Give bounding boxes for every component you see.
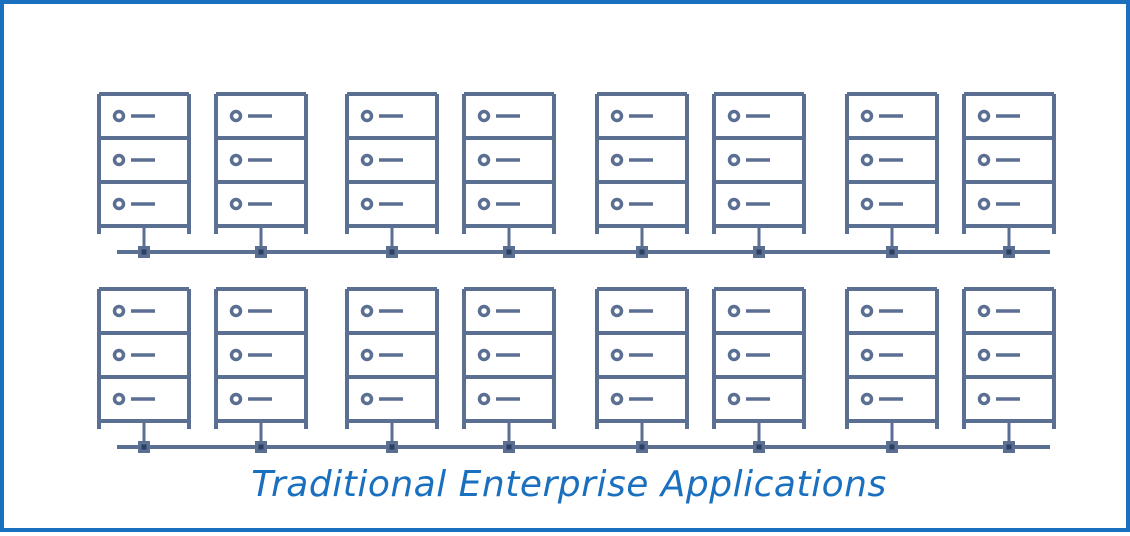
server-led-icon xyxy=(477,304,491,318)
server-led-icon xyxy=(610,392,624,406)
server-led-icon xyxy=(112,109,126,123)
server-led-icon xyxy=(229,153,243,167)
network-node-center xyxy=(639,249,645,255)
server-rack-icon xyxy=(214,92,308,258)
server-rack-icon xyxy=(962,287,1056,453)
server-led-icon xyxy=(727,348,741,362)
server-rack-icon xyxy=(595,92,689,258)
server-led-icon xyxy=(229,392,243,406)
server-rack-icon xyxy=(214,287,308,453)
server-led-icon xyxy=(229,304,243,318)
server-rack-icon xyxy=(712,287,806,453)
network-node-center xyxy=(141,249,147,255)
server-rack-icon xyxy=(345,287,439,453)
server-led-icon xyxy=(477,109,491,123)
server-led-icon xyxy=(112,304,126,318)
network-node-center xyxy=(258,444,264,450)
network-node-center xyxy=(506,249,512,255)
network-node-center xyxy=(1006,444,1012,450)
server-led-icon xyxy=(860,109,874,123)
server-led-icon xyxy=(112,392,126,406)
network-node-center xyxy=(756,249,762,255)
server-rack-icon xyxy=(845,92,939,258)
diagram-caption: Traditional Enterprise Applications xyxy=(251,464,887,505)
network-node-center xyxy=(389,249,395,255)
server-rack-icon xyxy=(712,92,806,258)
server-led-icon xyxy=(977,348,991,362)
server-rack-icon xyxy=(97,287,191,453)
server-led-icon xyxy=(112,197,126,211)
server-led-icon xyxy=(610,153,624,167)
server-rack-icon xyxy=(345,92,439,258)
network-node-center xyxy=(756,444,762,450)
server-led-icon xyxy=(360,304,374,318)
server-led-icon xyxy=(727,392,741,406)
network-node-center xyxy=(258,249,264,255)
server-led-icon xyxy=(360,153,374,167)
server-rack-icon xyxy=(595,287,689,453)
server-led-icon xyxy=(860,197,874,211)
server-led-icon xyxy=(360,109,374,123)
server-network-diagram xyxy=(97,92,1056,453)
server-led-icon xyxy=(860,392,874,406)
server-row-2 xyxy=(97,287,1056,453)
server-rack-icon xyxy=(462,92,556,258)
network-node-center xyxy=(889,444,895,450)
network-node-center xyxy=(889,249,895,255)
server-led-icon xyxy=(360,348,374,362)
network-node-center xyxy=(141,444,147,450)
server-led-icon xyxy=(112,348,126,362)
server-led-icon xyxy=(229,109,243,123)
server-led-icon xyxy=(610,304,624,318)
server-led-icon xyxy=(727,197,741,211)
server-led-icon xyxy=(860,348,874,362)
server-led-icon xyxy=(610,197,624,211)
server-led-icon xyxy=(360,197,374,211)
server-rack-icon xyxy=(962,92,1056,258)
server-led-icon xyxy=(229,348,243,362)
server-led-icon xyxy=(229,197,243,211)
server-led-icon xyxy=(727,153,741,167)
server-led-icon xyxy=(977,304,991,318)
network-node-center xyxy=(389,444,395,450)
server-led-icon xyxy=(727,109,741,123)
server-led-icon xyxy=(360,392,374,406)
server-rack-icon xyxy=(845,287,939,453)
network-node-center xyxy=(1006,249,1012,255)
server-rack-icon xyxy=(462,287,556,453)
server-led-icon xyxy=(977,153,991,167)
server-led-icon xyxy=(477,392,491,406)
server-led-icon xyxy=(477,153,491,167)
server-rack-icon xyxy=(97,92,191,258)
server-led-icon xyxy=(860,153,874,167)
network-node-center xyxy=(506,444,512,450)
server-led-icon xyxy=(977,392,991,406)
server-led-icon xyxy=(477,348,491,362)
server-led-icon xyxy=(727,304,741,318)
server-led-icon xyxy=(860,304,874,318)
server-led-icon xyxy=(112,153,126,167)
server-led-icon xyxy=(610,348,624,362)
server-row-1 xyxy=(97,92,1056,258)
server-led-icon xyxy=(977,197,991,211)
server-led-icon xyxy=(977,109,991,123)
server-led-icon xyxy=(610,109,624,123)
server-led-icon xyxy=(477,197,491,211)
network-node-center xyxy=(639,444,645,450)
